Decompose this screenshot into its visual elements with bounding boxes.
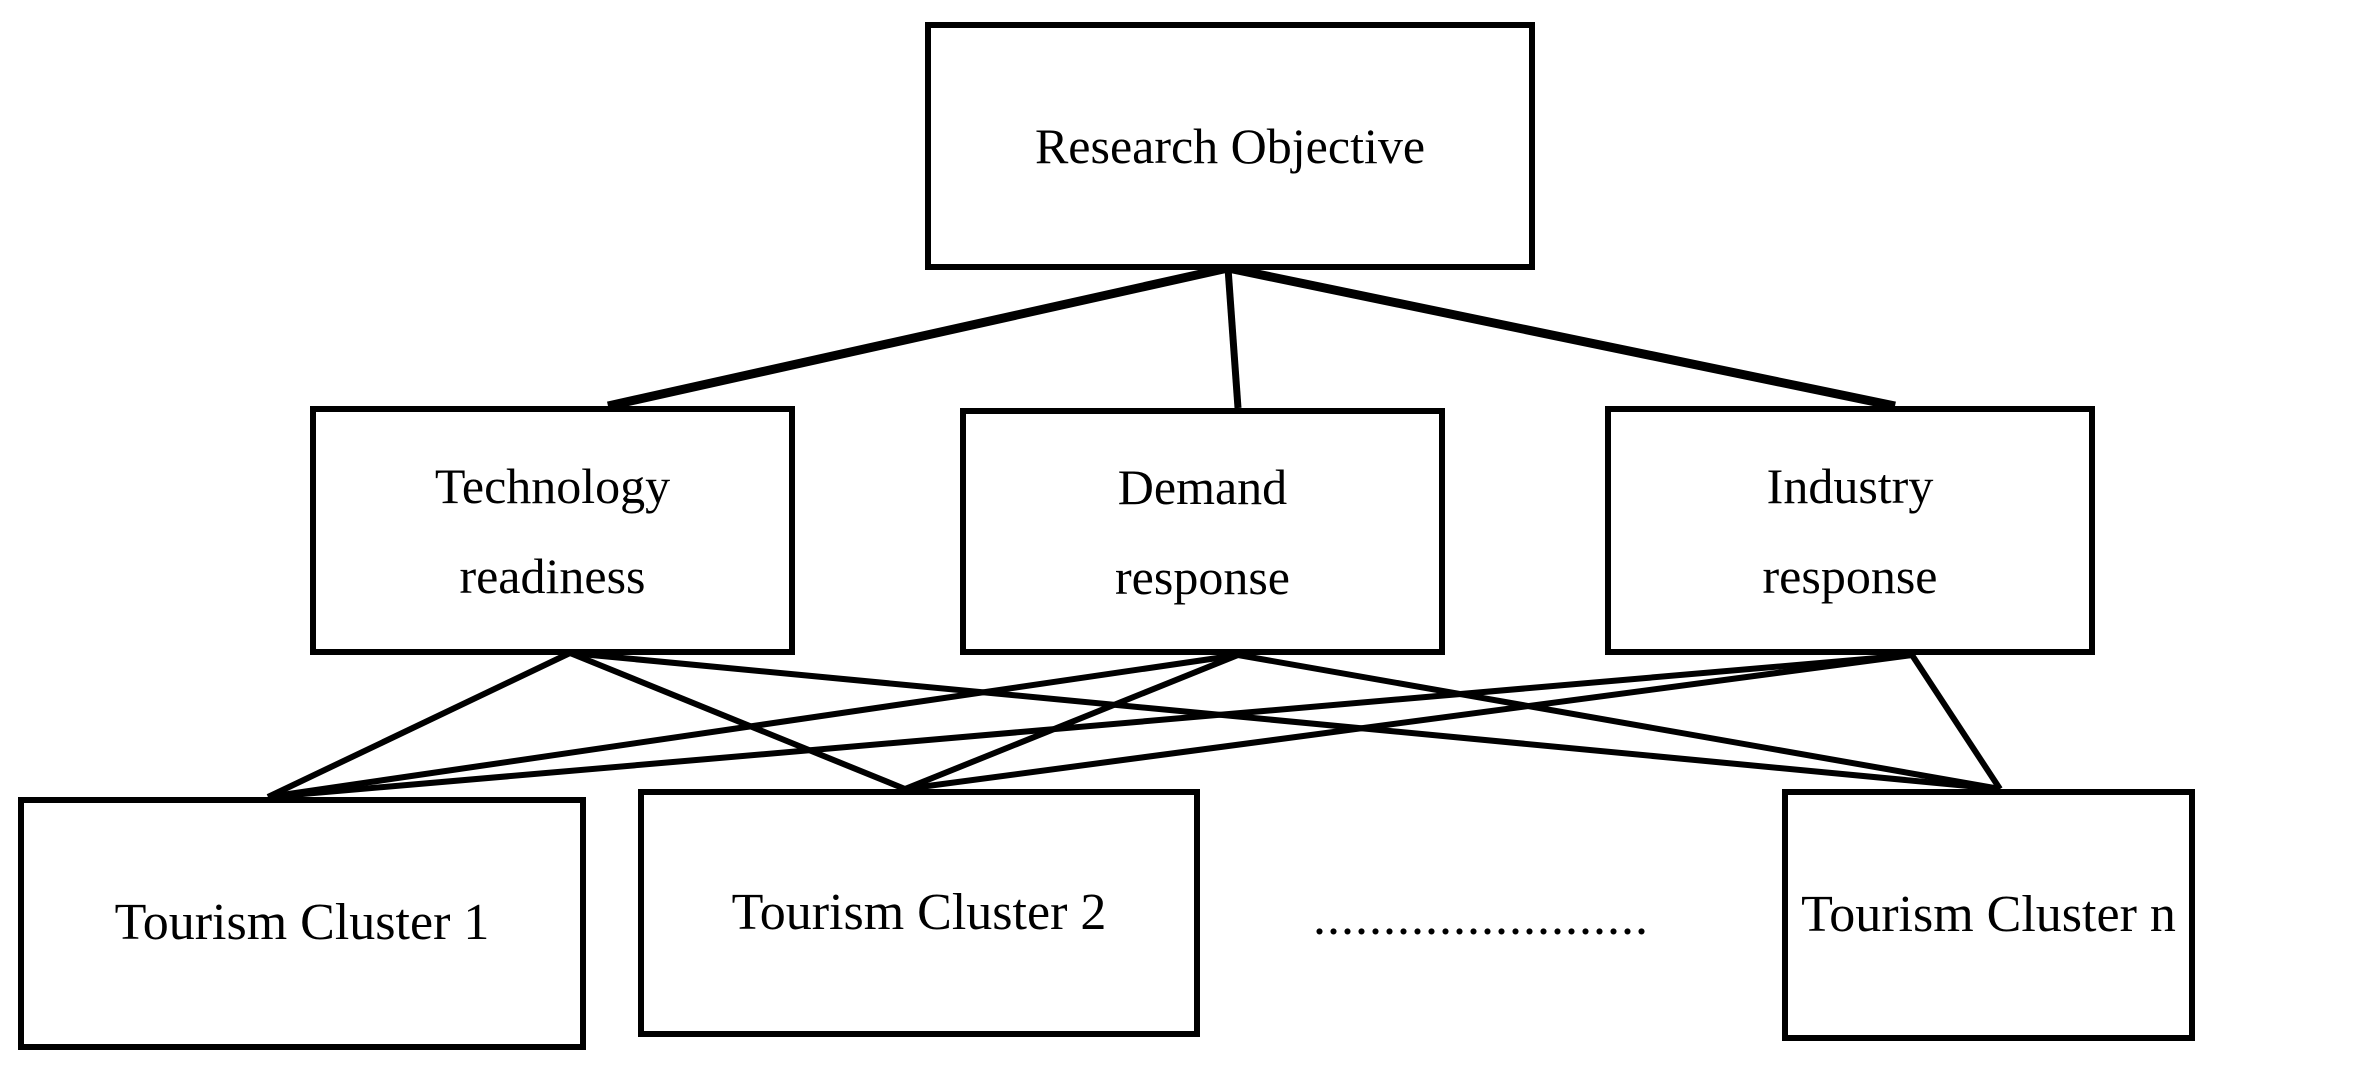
- ellipsis-separator: ........................: [1313, 889, 1649, 946]
- connector-objective-to-technology-readiness: [607, 263, 1229, 411]
- node-technology-readiness-label-line2: readiness: [459, 547, 646, 604]
- connector-demand-response-to-cluster-n: [1237, 652, 2001, 792]
- connector-technology-readiness-to-cluster-1: [266, 650, 572, 800]
- node-industry-response[interactable]: Industry response: [1605, 406, 2095, 655]
- connector-objective-to-industry-response: [1227, 263, 1896, 411]
- connector-industry-response-to-cluster-2: [904, 652, 1913, 792]
- connector-industry-response-to-cluster-n: [1909, 653, 2003, 791]
- node-technology-readiness-label-line1: Technology: [434, 457, 671, 514]
- node-demand-response[interactable]: Demand response: [960, 408, 1445, 655]
- dimension-to-cluster-connectors: [266, 650, 2003, 800]
- node-industry-response-label-line1: Industry: [1766, 457, 1934, 514]
- connector-technology-readiness-to-cluster-n: [569, 650, 2001, 792]
- connector-industry-response-to-cluster-1: [267, 652, 1913, 800]
- node-demand-response-label-line2: response: [1115, 548, 1290, 605]
- node-tourism-cluster-1-label: Tourism Cluster 1: [114, 894, 490, 952]
- node-tourism-cluster-2[interactable]: Tourism Cluster 2: [638, 789, 1200, 1037]
- node-research-objective-label: Research Objective: [1034, 118, 1426, 174]
- node-tourism-cluster-n-label: Tourism Cluster n: [1801, 885, 2176, 943]
- node-tourism-cluster-1[interactable]: Tourism Cluster 1: [18, 797, 586, 1050]
- node-tourism-cluster-2-label: Tourism Cluster 2: [731, 883, 1107, 941]
- node-research-objective[interactable]: Research Objective: [925, 22, 1535, 270]
- connector-objective-to-demand-response: [1224, 267, 1242, 409]
- connector-technology-readiness-to-cluster-2: [568, 650, 907, 792]
- node-industry-response-label-line2: response: [1762, 547, 1938, 604]
- node-demand-response-label-line1: Demand: [1117, 458, 1288, 515]
- node-technology-readiness[interactable]: Technology readiness: [310, 406, 795, 655]
- node-tourism-cluster-n[interactable]: Tourism Cluster n: [1782, 789, 2195, 1041]
- objective-to-dimension-connectors: [607, 263, 1896, 411]
- connector-demand-response-to-cluster-1: [267, 652, 1239, 800]
- connector-demand-response-to-cluster-2: [903, 652, 1240, 792]
